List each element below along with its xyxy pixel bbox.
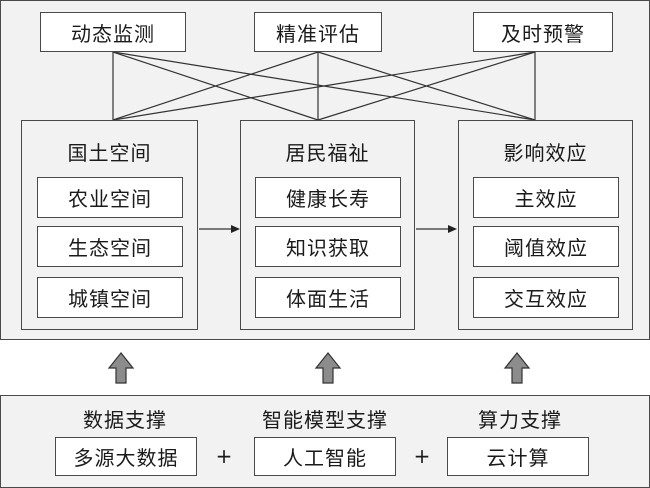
arrowhead-right-icon	[448, 225, 457, 233]
panel-title: 影响效应	[503, 141, 588, 165]
up-arrow-icon	[107, 352, 135, 384]
support-label-model: 智能模型支撑	[262, 408, 388, 432]
plus-sign: +	[413, 444, 431, 468]
item-main-effect: 主效应	[473, 177, 619, 218]
top-box-dynamic-monitoring: 动态监测	[40, 12, 186, 52]
item-decent-life: 体面生活	[255, 277, 401, 318]
up-arrow-icon	[314, 352, 342, 384]
plus-sign: +	[215, 444, 233, 468]
arrowhead-right-icon	[231, 225, 240, 233]
item-ecological-space: 生态空间	[37, 226, 183, 267]
support-box-cloud: 云计算	[447, 437, 589, 476]
panel-title: 国土空间	[67, 141, 152, 165]
support-label-data: 数据支撑	[83, 408, 167, 432]
support-box-ai: 人工智能	[254, 437, 396, 476]
up-arrow-icon	[503, 352, 531, 384]
item-threshold-effect: 阈值效应	[473, 226, 619, 267]
item-interaction-effect: 交互效应	[473, 277, 619, 318]
support-label-computing: 算力支撑	[478, 408, 562, 432]
item-urban-space: 城镇空间	[37, 277, 183, 318]
link-warning-wellbeing	[317, 51, 536, 121]
link-warning-territory	[112, 51, 536, 121]
item-agricultural-space: 农业空间	[37, 177, 183, 218]
top-box-timely-warning: 及时预警	[473, 12, 613, 52]
panel-title: 居民福祉	[285, 141, 370, 165]
item-knowledge-access: 知识获取	[255, 226, 401, 267]
link-evaluate-territory	[112, 51, 319, 121]
item-health-longevity: 健康长寿	[255, 177, 401, 218]
top-box-precise-evaluation: 精准评估	[254, 12, 382, 52]
support-box-big-data: 多源大数据	[55, 437, 197, 476]
